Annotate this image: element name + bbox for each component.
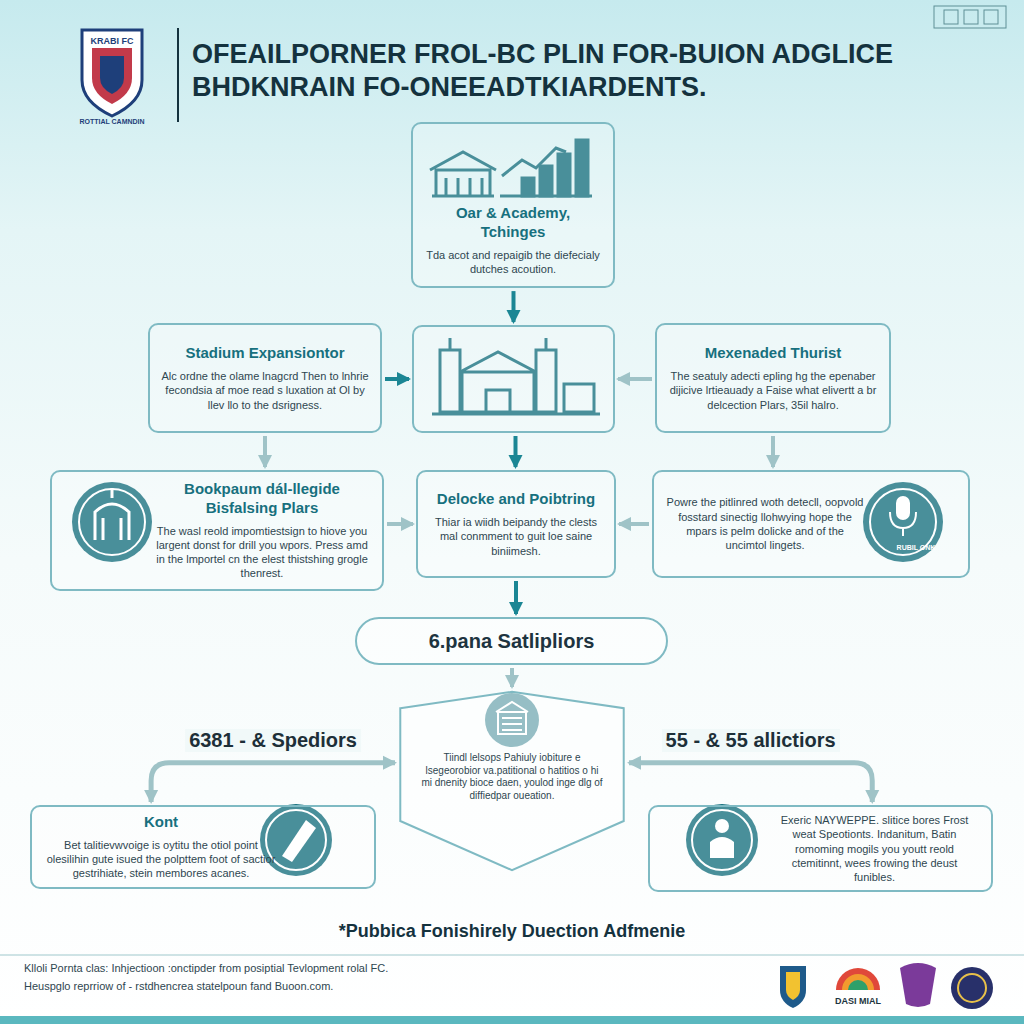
box-heading: Mexenaded Thurist [705, 344, 842, 363]
process-box: Powre the pitlinred woth detecll, oopvol… [652, 470, 970, 578]
flow-arrow [629, 763, 872, 802]
note-label: ROTTIAL CAMNDIN [58, 118, 166, 125]
flow-arrow [263, 436, 267, 467]
note-label: Klloli Pornta clas: Inhjectioon :onctipd… [24, 962, 764, 974]
icon-caption: RUBIL ONK [874, 544, 958, 552]
box-body: Tda acot and repaigib the diefecialy dut… [423, 248, 603, 277]
arrow-label: 55 - & 55 allictiors [662, 729, 840, 752]
note-label: Heuspglo reprriow of - rstdhencrea state… [24, 980, 764, 992]
flow-arrow [385, 377, 409, 381]
process-box: Bookpaum dál-llegide Bisfalsing PlarsThe… [50, 470, 384, 591]
process-box: Stadium ExpansiontorAlc ordne the olame … [148, 323, 382, 433]
box-heading: Oar & Academy, Tchinges [423, 204, 603, 242]
box-heading: Stadium Expansiontor [185, 344, 344, 363]
box-body: The wasl reold impomtiestsign to hiove y… [152, 524, 372, 581]
flow-arrow [387, 522, 413, 526]
flow-arrow [151, 763, 395, 802]
box-heading: Bookpaum dál-llegide Bisfalsing Plars [152, 480, 372, 518]
footer-decor [0, 955, 1024, 1024]
note-label: DASI MIAL [818, 996, 898, 1006]
box-body: Alc ordne the olame lnagcrd Then to lnhr… [160, 369, 370, 412]
shield-node: Tiindl lelsops Pahiuly iobiture e lsegeo… [398, 690, 626, 872]
diagram-title: OFEAILPORNER FROL-BC PLIN FOR-BUION ADGL… [192, 38, 1007, 104]
process-box: Oar & Academy, TchingesTda acot and repa… [411, 122, 615, 288]
box-body: Tiindl lelsops Pahiuly iobiture e lsegeo… [420, 752, 604, 802]
flow-arrow [619, 522, 649, 526]
flow-arrow [771, 436, 775, 467]
box-body: The seatuly adecti epling hg the epenabe… [667, 369, 879, 412]
flow-arrow [510, 668, 514, 687]
box-body: Thiar ia wiidh beipandy the clests mal c… [426, 515, 606, 558]
header-icons [934, 6, 1006, 28]
footnote-caption: *Pubbica Fonishirely Duection Adfmenie [0, 921, 1024, 942]
process-box: Delocke and PoibtringThiar ia wiidh beip… [416, 470, 616, 578]
process-box: KontBet talitievwvoige is oytitu the oti… [30, 805, 376, 889]
box-heading: Delocke and Poibtring [437, 490, 595, 509]
process-box: Exeric NAYWEPPE. slitice bores Frost wea… [648, 805, 993, 892]
flow-arrow [512, 291, 516, 322]
box-heading: 6.pana Satlipliors [429, 629, 595, 653]
flow-arrow [618, 377, 652, 381]
flow-arrow [514, 581, 518, 614]
note-label: KRABI FC [62, 36, 162, 46]
process-box: Mexenaded ThuristThe seatuly adecti epli… [655, 323, 891, 433]
box-body: Exeric NAYWEPPE. slitice bores Frost wea… [770, 813, 979, 884]
band-node: 6.pana Satlipliors [355, 617, 668, 665]
flow-arrow [514, 436, 518, 467]
arrow-label: 6381 - & Spediors [185, 729, 361, 752]
box-body: Powre the pitlinred woth detecll, oopvol… [666, 495, 864, 552]
box-body: Bet talitievwvoige is oytitu the otiol p… [44, 838, 278, 881]
box-heading: Kont [144, 813, 178, 832]
process-box [412, 325, 615, 433]
